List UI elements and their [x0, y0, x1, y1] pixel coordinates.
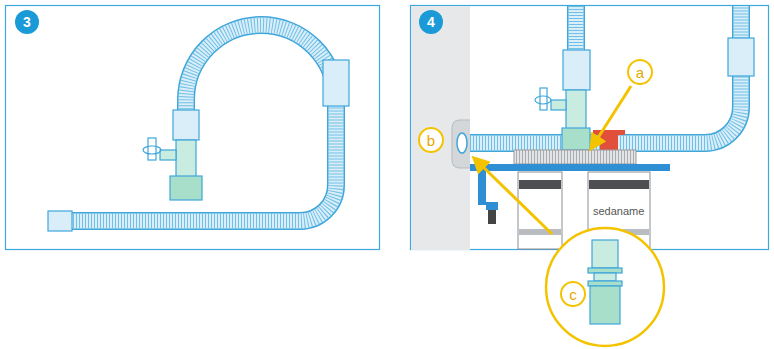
hose-sleeve: [323, 60, 349, 106]
device-side: [411, 6, 470, 250]
hose-cuff: [48, 211, 72, 231]
corrugated-hose: [70, 25, 336, 221]
hose-sleeve: [728, 38, 754, 76]
mounting-bracket: [470, 164, 670, 171]
callout-letter: c: [560, 281, 586, 307]
canister-lid: [514, 150, 636, 164]
panel-frame: [411, 6, 769, 250]
panel-number: 4: [419, 10, 443, 34]
detail-magnifier: [546, 228, 664, 346]
clamp-screw: [488, 210, 496, 224]
brand-text: sedaname: [593, 205, 644, 217]
mounting-bracket: [478, 171, 486, 205]
y-piece: [143, 110, 202, 200]
callout-letter: b: [418, 127, 444, 153]
callout-letter: a: [627, 59, 653, 85]
panel-number: 3: [15, 10, 39, 34]
clamp-screw: [486, 202, 498, 210]
device-port-plate: [452, 120, 470, 168]
y-piece: [535, 50, 590, 150]
panel-frame: [6, 6, 380, 250]
leader-arrow: [594, 86, 631, 144]
leader-arrow: [478, 162, 552, 234]
corrugated-hose: [470, 6, 741, 143]
device-port: [457, 133, 467, 153]
connector-detail: [588, 240, 622, 324]
red-tab: [593, 130, 625, 135]
